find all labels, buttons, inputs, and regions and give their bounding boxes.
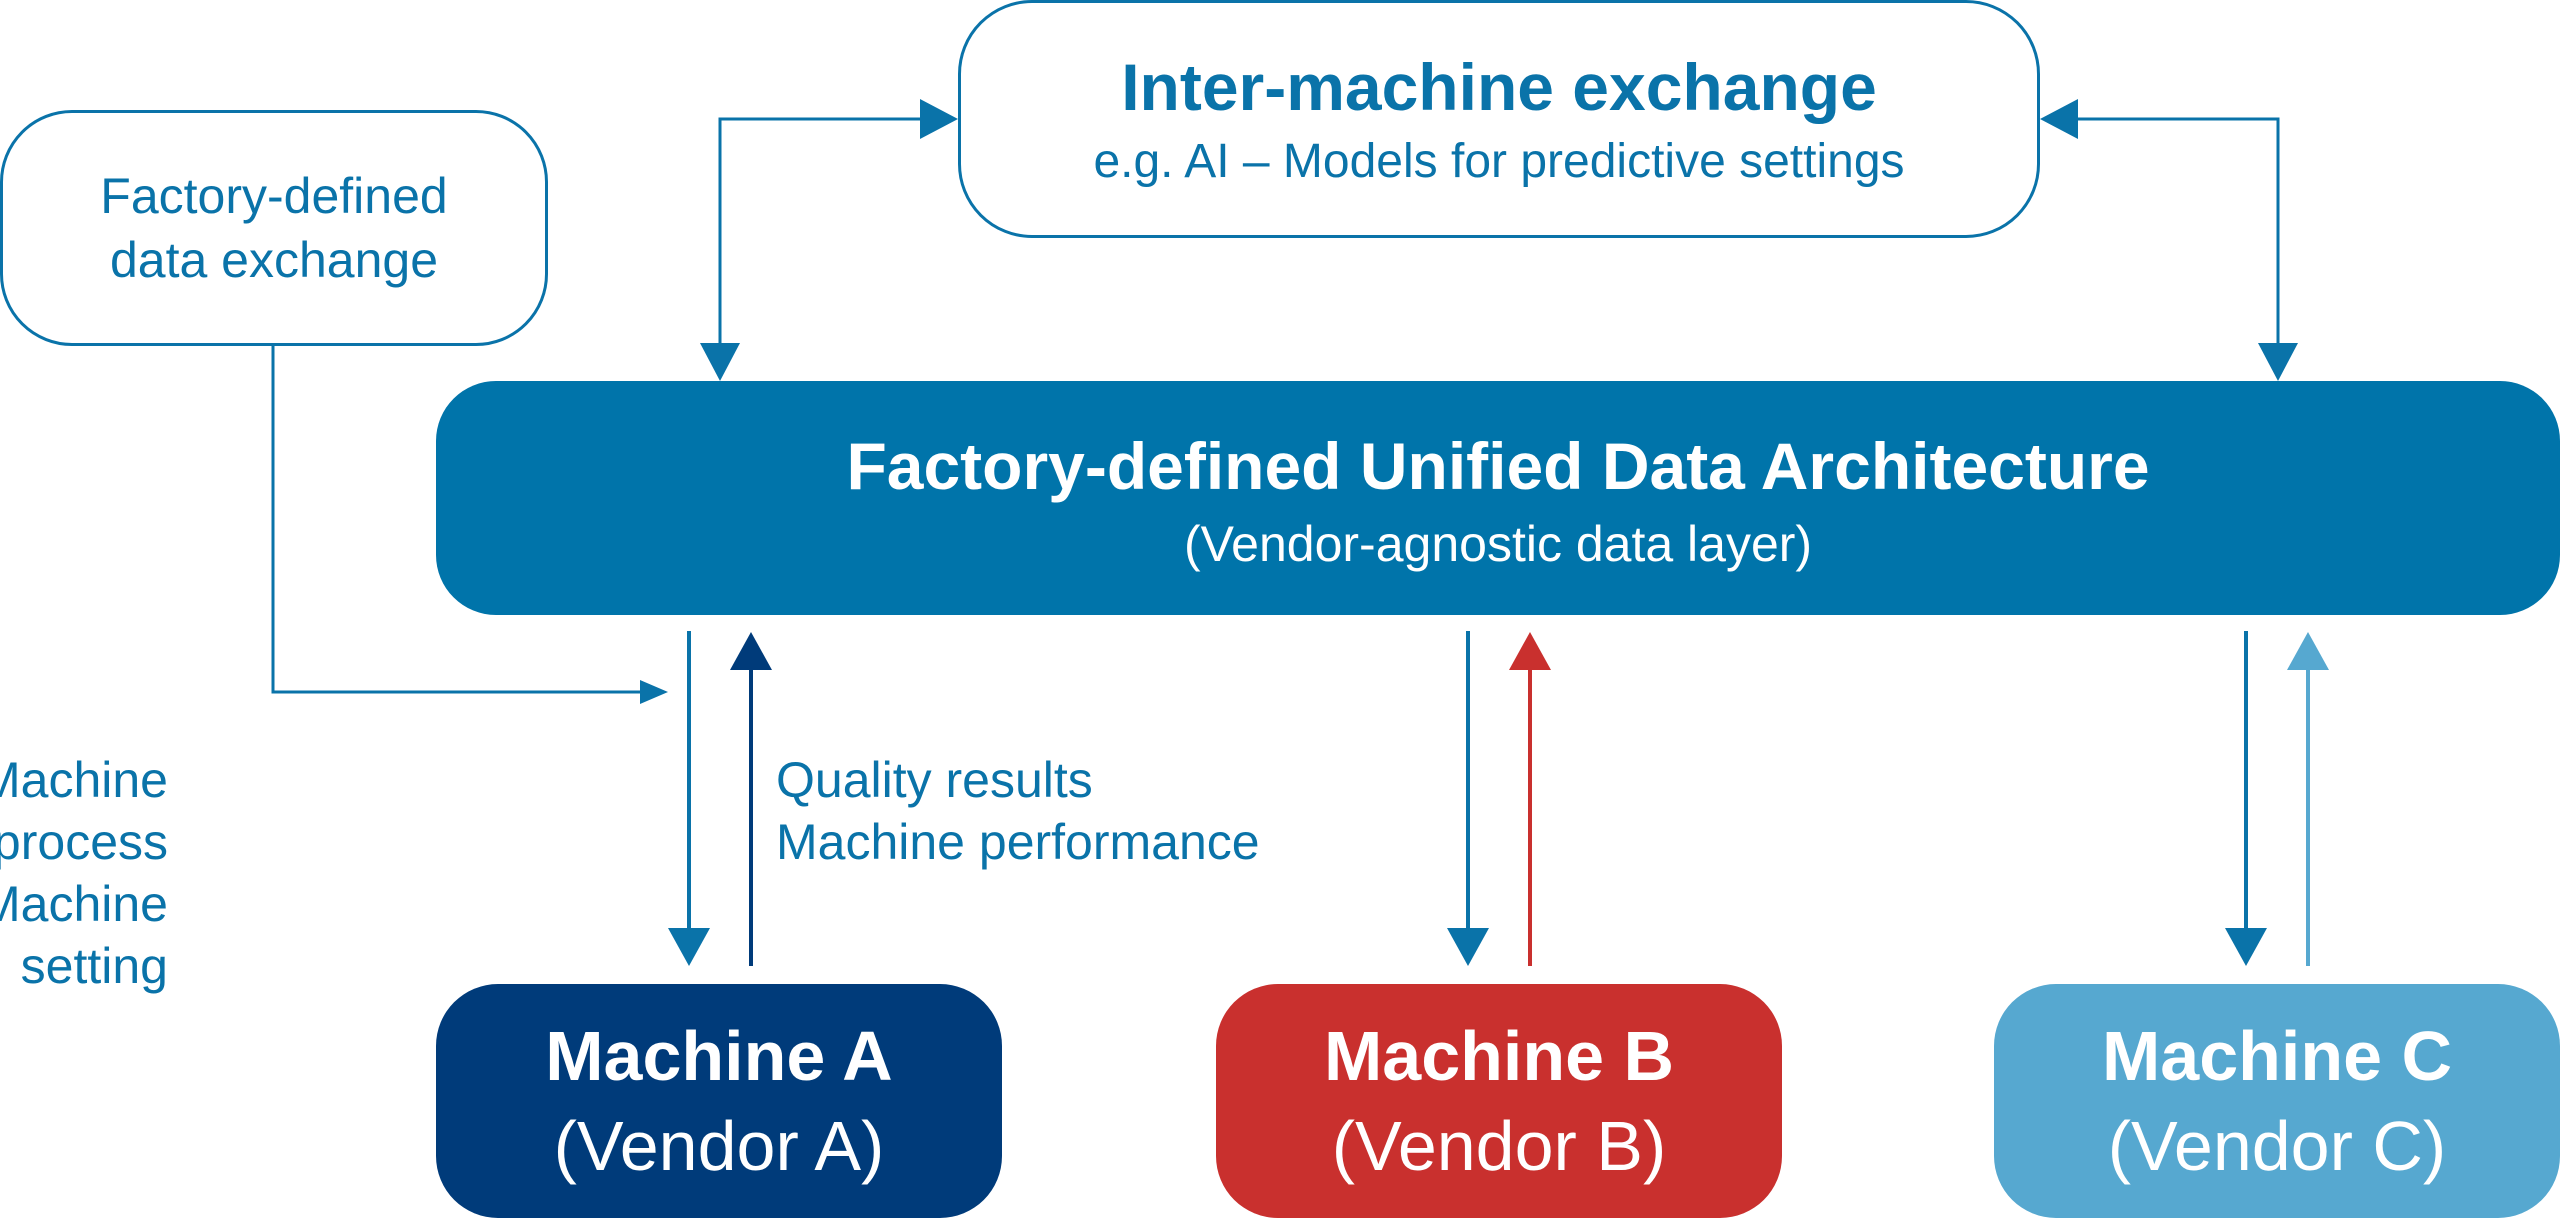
factory-data-exchange-box: Factory-defined data exchange	[0, 110, 548, 346]
left-exchange-arrow-down	[700, 343, 740, 381]
unified-architecture-title: Factory-defined Unified Data Architectur…	[846, 429, 2150, 503]
inter-machine-exchange-box: Inter-machine exchange e.g. AI – Models …	[958, 0, 2040, 238]
factory-data-exchange-line1: Factory-defined	[100, 168, 448, 224]
machine-a-up-arrowhead	[730, 632, 772, 670]
machine-c-name: Machine C	[2101, 1017, 2453, 1095]
machine-b-vendor: (Vendor B)	[1331, 1107, 1667, 1185]
inter-machine-subtitle: e.g. AI – Models for predictive settings	[1093, 135, 1905, 188]
from-machine-label-line1: Quality results	[776, 752, 1093, 808]
machine-c-vendor: (Vendor C)	[2107, 1107, 2447, 1185]
factory-exchange-connector	[271, 346, 640, 694]
machine-a-name: Machine A	[545, 1017, 893, 1095]
to-machine-label-line2: Machine setting	[0, 876, 168, 994]
machine-a-down-arrowhead	[668, 928, 710, 966]
to-machine-label-line1: Machine process	[0, 752, 168, 870]
machine-a-vendor: (Vendor A)	[553, 1107, 885, 1185]
machine-c-up-arrowhead	[2287, 632, 2329, 670]
machine-b-down-arrowhead	[1447, 928, 1489, 966]
factory-data-exchange-line2: data exchange	[109, 232, 439, 288]
factory-exchange-arrowhead	[640, 680, 668, 704]
from-machine-label: Quality results Machine performance	[776, 749, 1260, 873]
right-exchange-arrow-down	[2258, 343, 2298, 381]
left-exchange-arrow-right	[920, 99, 958, 139]
inter-machine-title: Inter-machine exchange	[1121, 50, 1877, 124]
machine-c-down-arrowhead	[2225, 928, 2267, 966]
right-exchange-connector	[2078, 117, 2280, 350]
left-exchange-connector	[718, 117, 920, 350]
from-machine-label-line2: Machine performance	[776, 814, 1260, 870]
to-machine-label: Machine process Machine setting	[0, 749, 168, 997]
unified-architecture-subtitle: (Vendor-agnostic data layer)	[1183, 516, 1813, 572]
machine-b-box: Machine B (Vendor B)	[1216, 984, 1782, 1218]
machine-c-box: Machine C (Vendor C)	[1994, 984, 2560, 1218]
machine-b-up-arrowhead	[1509, 632, 1551, 670]
unified-data-architecture-box: Factory-defined Unified Data Architectur…	[436, 381, 2560, 615]
machine-b-name: Machine B	[1323, 1017, 1675, 1095]
right-exchange-arrow-left	[2040, 99, 2078, 139]
machine-a-box: Machine A (Vendor A)	[436, 984, 1002, 1218]
